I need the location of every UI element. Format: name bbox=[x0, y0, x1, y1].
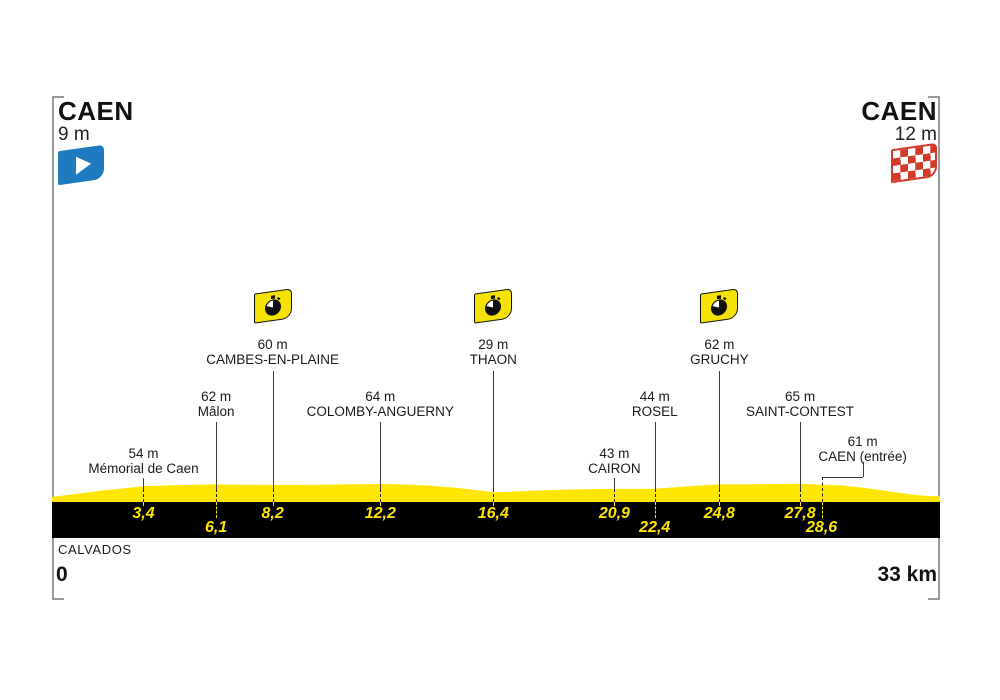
waypoint-altitude-label: 62 m bbox=[201, 389, 232, 404]
km-tick bbox=[272, 502, 274, 506]
waypoint-name-label: CAEN (entrée) bbox=[818, 449, 907, 464]
waypoint-leader-line bbox=[493, 489, 495, 502]
waypoint-leader-line bbox=[800, 422, 802, 489]
waypoint-name-label: Mâlon bbox=[197, 404, 235, 419]
time-check-flag-icon bbox=[474, 288, 513, 324]
km-tick bbox=[654, 502, 656, 518]
stopwatch-glyph bbox=[264, 295, 281, 316]
waypoint-leader-line bbox=[143, 489, 145, 502]
waypoint-leader-line bbox=[614, 489, 616, 502]
km-tick bbox=[380, 502, 382, 506]
waypoint-name-label: CAIRON bbox=[588, 461, 641, 476]
start-block: CAEN 9 m bbox=[58, 98, 134, 145]
time-check-flag-icon bbox=[700, 288, 739, 324]
waypoint-leader-line bbox=[380, 422, 382, 489]
km-tick bbox=[821, 502, 823, 518]
department-label: CALVADOS bbox=[58, 542, 132, 557]
waypoint-leader-line bbox=[800, 489, 802, 502]
km-marker-label: 28,6 bbox=[806, 519, 838, 536]
waypoint-leader-line bbox=[821, 477, 863, 478]
finish-altitude-label: 12 m bbox=[894, 124, 937, 145]
waypoint-altitude-label: 44 m bbox=[639, 389, 670, 404]
distance-start-label: 0 bbox=[56, 563, 68, 586]
waypoint-altitude-label: 61 m bbox=[847, 434, 878, 449]
start-flag-icon bbox=[58, 144, 104, 186]
play-triangle-icon bbox=[75, 154, 91, 175]
waypoint-leader-line bbox=[493, 371, 495, 489]
waypoint-leader-line bbox=[380, 489, 382, 502]
stopwatch-glyph bbox=[485, 295, 502, 316]
km-tick bbox=[800, 502, 802, 506]
waypoint-leader-line bbox=[272, 371, 274, 489]
km-tick bbox=[216, 502, 218, 518]
km-marker-label: 24,8 bbox=[703, 505, 735, 522]
waypoint-name-label: GRUCHY bbox=[690, 352, 749, 367]
km-tick bbox=[493, 502, 495, 506]
finish-city-label: CAEN bbox=[861, 96, 937, 126]
waypoint-name-label: CAMBES-EN-PLAINE bbox=[206, 352, 340, 367]
waypoint-altitude-label: 65 m bbox=[785, 389, 816, 404]
waypoint-leader-line bbox=[216, 422, 218, 489]
waypoint-leader-line bbox=[654, 489, 656, 502]
waypoint-altitude-label: 60 m bbox=[257, 337, 288, 352]
km-tick bbox=[143, 502, 145, 506]
waypoint-name-label: ROSEL bbox=[631, 404, 678, 419]
waypoint-leader-line bbox=[216, 489, 218, 502]
distance-end-label: 33 km bbox=[877, 563, 937, 586]
km-marker-label: 12,2 bbox=[364, 505, 396, 522]
waypoint-leader-line bbox=[614, 478, 616, 489]
waypoint-leader-line bbox=[719, 489, 721, 502]
waypoint-name-label: Mémorial de Caen bbox=[88, 461, 199, 476]
km-marker-label: 3,4 bbox=[132, 505, 155, 522]
frame-right-bracket bbox=[928, 96, 940, 600]
km-marker-label: 22,4 bbox=[639, 519, 671, 536]
waypoint-leader-line bbox=[821, 477, 823, 502]
waypoint-name-label: SAINT-CONTEST bbox=[746, 404, 855, 419]
finish-block: CAEN 12 m bbox=[737, 98, 937, 145]
waypoint-altitude-label: 43 m bbox=[599, 446, 630, 461]
waypoint-leader-line bbox=[719, 371, 721, 489]
km-marker-label: 16,4 bbox=[477, 505, 509, 522]
waypoint-altitude-label: 54 m bbox=[128, 446, 159, 461]
km-marker-label: 6,1 bbox=[205, 519, 228, 536]
waypoint-leader-line bbox=[862, 462, 864, 477]
waypoint-leader-line bbox=[143, 478, 145, 489]
elevation-profile-area bbox=[52, 483, 940, 502]
stopwatch-glyph bbox=[711, 295, 728, 316]
km-tick bbox=[614, 502, 616, 506]
frame-left-bracket bbox=[52, 96, 64, 600]
finish-flag-icon bbox=[891, 142, 937, 184]
waypoint-name-label: THAON bbox=[469, 352, 517, 367]
start-city-label: CAEN bbox=[58, 96, 134, 126]
waypoint-altitude-label: 64 m bbox=[365, 389, 396, 404]
waypoint-leader-line bbox=[654, 422, 656, 489]
distance-bar bbox=[52, 502, 940, 538]
km-tick bbox=[719, 502, 721, 506]
km-marker-label: 27,8 bbox=[784, 505, 816, 522]
km-marker-label: 8,2 bbox=[261, 505, 284, 522]
km-marker-label: 20,9 bbox=[598, 505, 630, 522]
waypoint-name-label: COLOMBY-ANGUERNY bbox=[306, 404, 454, 419]
waypoint-altitude-label: 62 m bbox=[704, 337, 735, 352]
start-altitude-label: 9 m bbox=[58, 124, 90, 145]
waypoint-altitude-label: 29 m bbox=[478, 337, 509, 352]
time-check-flag-icon bbox=[253, 288, 292, 324]
waypoint-leader-line bbox=[272, 489, 274, 502]
